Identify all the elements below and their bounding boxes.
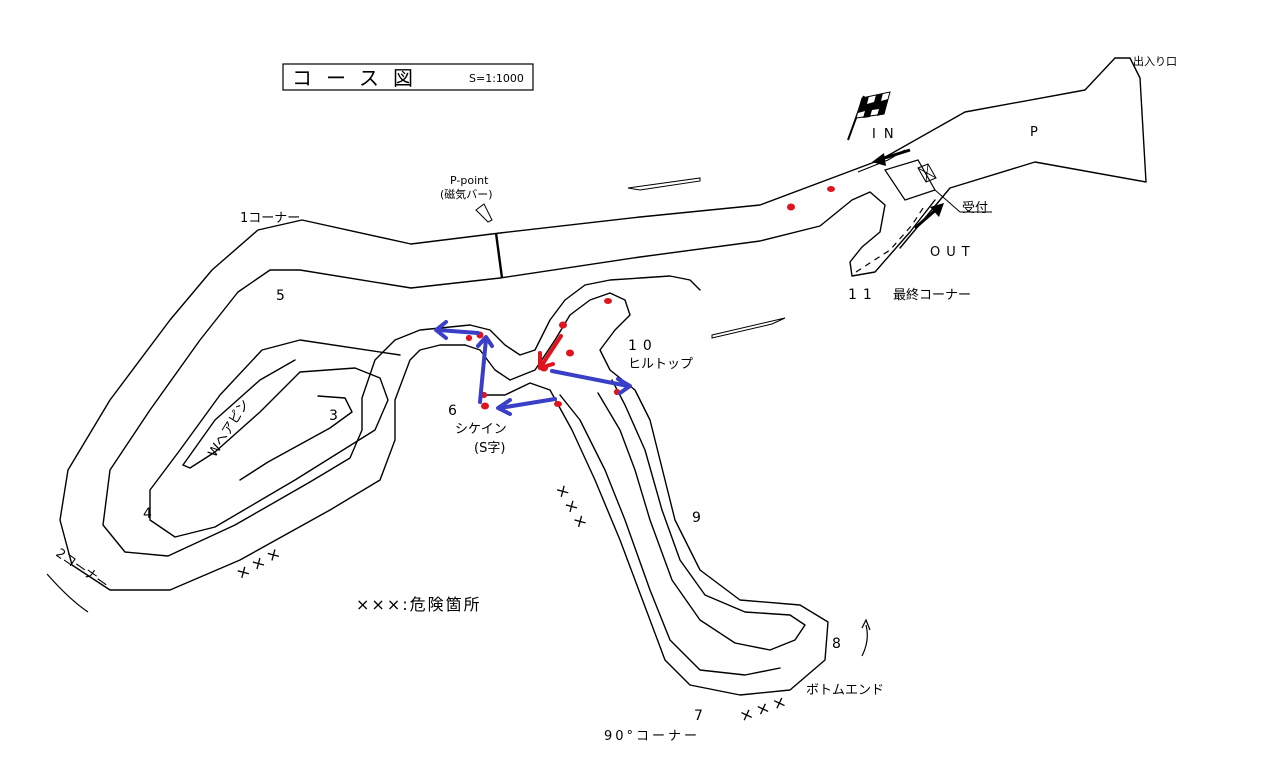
corner8-number: 8 — [832, 636, 841, 652]
reception-booth — [884, 159, 992, 213]
red-arrow-annotation — [538, 334, 563, 370]
entrance-label: 出入り口 — [1133, 54, 1177, 68]
corner11-number: 11 — [848, 287, 878, 303]
blue-arrow-annotations — [434, 320, 632, 416]
bottom-end-label: ボトムエンド — [806, 683, 884, 698]
reception-label: 受付 — [962, 201, 988, 216]
track-outline — [59, 57, 1147, 696]
map-scale: S=1:1000 — [469, 72, 524, 85]
out-arrow-icon — [914, 203, 944, 230]
danger-mark-left: ××× — [233, 541, 288, 584]
checkered-flag-icon — [847, 91, 891, 141]
title-box: コース図 S=1:1000 — [282, 63, 534, 91]
corner3-number: 3 — [329, 408, 338, 424]
in-arrow-icon — [872, 148, 911, 166]
corner9-number: 9 — [692, 510, 701, 526]
danger-mark-bottom: ××× — [737, 690, 793, 726]
out-label: OUT — [930, 245, 976, 260]
danger-mark-middle: ××× — [552, 481, 595, 536]
corner5-number: 5 — [276, 288, 285, 304]
in-label: IN — [872, 127, 902, 142]
p-point-sublabel: (磁気バー) — [440, 187, 493, 201]
corner1-label: 1コーナー — [240, 211, 300, 226]
p-point-label: P-point — [450, 174, 489, 187]
chicane-label: シケイン — [455, 422, 507, 437]
p-point-bar — [494, 232, 504, 279]
corner2-label: 2コーナー — [53, 546, 111, 593]
p-point-marker — [475, 203, 493, 223]
map-title: コース図 — [292, 66, 427, 90]
corner6-number: 6 — [448, 403, 457, 419]
corner10-number: 10 — [628, 338, 658, 354]
direction-arrow-icon — [46, 177, 871, 657]
corner7-number: 7 — [694, 708, 703, 724]
hilltop-label: ヒルトップ — [628, 357, 693, 372]
corner90-label: 90°コーナー — [604, 729, 700, 744]
chicane-sublabel: (S字) — [474, 441, 505, 456]
parking-label: P — [1030, 125, 1038, 140]
corner4-number: 4 — [143, 506, 152, 522]
danger-legend: ×××:危険箇所 — [356, 595, 482, 614]
final-corner-label: 最終コーナー — [893, 287, 971, 303]
